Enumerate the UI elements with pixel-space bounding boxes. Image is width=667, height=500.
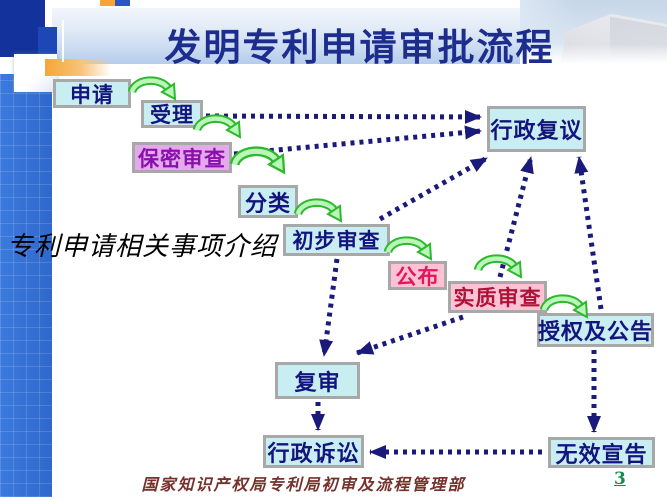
- deco-orange-bar: [45, 59, 111, 76]
- flow-box-administrative-litigation: 行政诉讼: [263, 435, 364, 468]
- arrow-application-to-acceptance: [132, 81, 175, 99]
- footer-department: 国家知识产权局专利局初审及流程管理部: [141, 475, 466, 494]
- flow-box-invalidation-declaration: 无效宣告: [548, 437, 655, 468]
- slide-title: 发明专利申请审批流程: [164, 27, 555, 68]
- flow-box-label: 初步审查: [292, 230, 381, 253]
- deco-white-line: [62, 20, 64, 62]
- flow-box-label: 行政复议: [490, 118, 583, 143]
- flow-box-label: 无效宣告: [555, 441, 648, 467]
- deco-blue-square: [38, 27, 57, 58]
- arrow-acceptance-to-confidentiality: [197, 119, 240, 137]
- flow-box-label: 保密审查: [138, 147, 226, 171]
- arrow-substantive-to-reconsideration: [497, 156, 534, 278]
- flow-box-preliminary-examination: 初步审查: [283, 224, 390, 256]
- arrow-acceptance-to-reconsideration: [205, 109, 482, 124]
- flow-box-substantive-examination: 实质审查: [448, 281, 547, 313]
- flow-box-acceptance: 受理: [141, 100, 203, 128]
- flow-box-administrative-reconsideration: 行政复议: [487, 106, 586, 152]
- flow-box-label: 公布: [395, 265, 440, 289]
- deco-left-blue-bar: [0, 74, 52, 497]
- arrow-substantive-to-reexamination: [356, 314, 464, 356]
- arrow-publication-to-substantive: [478, 259, 521, 277]
- flow-box-label: 授权及公告: [538, 319, 654, 344]
- deco-blue-chip: [115, 0, 130, 6]
- arrow-preliminary-to-publication: [388, 241, 431, 259]
- flow-box-label: 申请: [70, 83, 114, 107]
- flow-box-label: 受理: [150, 104, 194, 127]
- flow-box-label: 复审: [294, 369, 341, 395]
- deco-orange-chip: [100, 0, 115, 6]
- flow-box-label: 分类: [244, 190, 291, 216]
- flow-box-grant-and-announcement: 授权及公告: [537, 313, 654, 347]
- flow-box-application: 申请: [53, 79, 131, 108]
- flow-box-label: 行政诉讼: [267, 440, 360, 466]
- flow-box-publication: 公布: [388, 261, 447, 290]
- flow-box-confidentiality-review: 保密审查: [132, 142, 232, 173]
- arrow-preliminary-to-reconsideration: [378, 155, 489, 222]
- arrow-confidentiality-to-reconsideration: [233, 125, 482, 157]
- arrow-preliminary-to-reexamination: [319, 258, 340, 357]
- overlay-caption: 专利申请相关事项介绍: [7, 232, 278, 262]
- arrow-classification-to-preliminary: [298, 203, 341, 221]
- deco-dark-square: [0, 0, 45, 57]
- arrow-grant-to-reconsideration: [574, 156, 604, 310]
- flow-box-label: 实质审查: [453, 287, 542, 310]
- arrow-confidentiality-to-classification: [235, 151, 284, 172]
- building-photo: [520, 0, 667, 66]
- flow-box-reexamination: 复审: [275, 362, 360, 399]
- page-number: 3: [614, 469, 626, 489]
- flow-box-classification: 分类: [238, 185, 298, 218]
